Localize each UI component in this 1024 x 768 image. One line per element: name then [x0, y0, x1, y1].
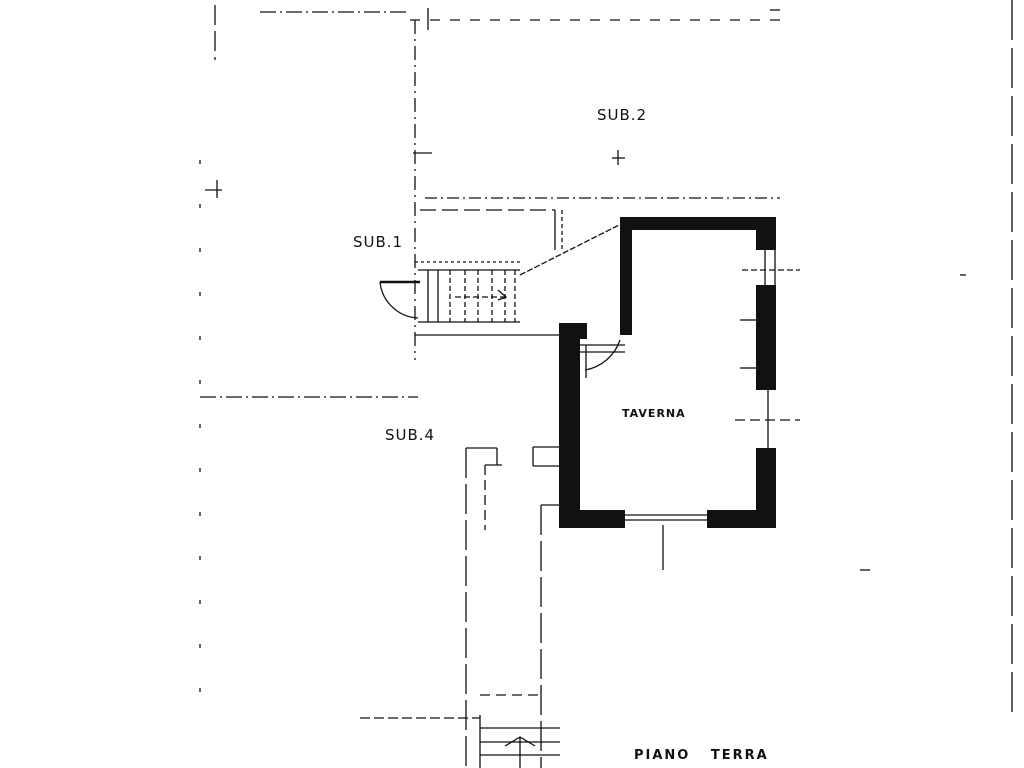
label-room-taverna: TAVERNA	[622, 407, 686, 420]
wall-bottom-left	[559, 510, 625, 528]
wall-bottom-right	[707, 510, 776, 528]
wall-right-2	[756, 285, 776, 390]
label-sub1: SUB.1	[353, 233, 404, 251]
wall-right-3	[756, 448, 776, 528]
label-sub2: SUB.2	[597, 106, 648, 124]
floor-title: PIANO TERRA	[634, 748, 769, 763]
wall-lower-left	[559, 323, 580, 528]
wall-top	[620, 217, 776, 230]
construction-lines	[199, 0, 1013, 768]
wall-upper-left	[620, 217, 632, 335]
walls	[559, 217, 776, 528]
label-sub4: SUB.4	[385, 426, 436, 444]
wall-right-1	[756, 217, 776, 250]
